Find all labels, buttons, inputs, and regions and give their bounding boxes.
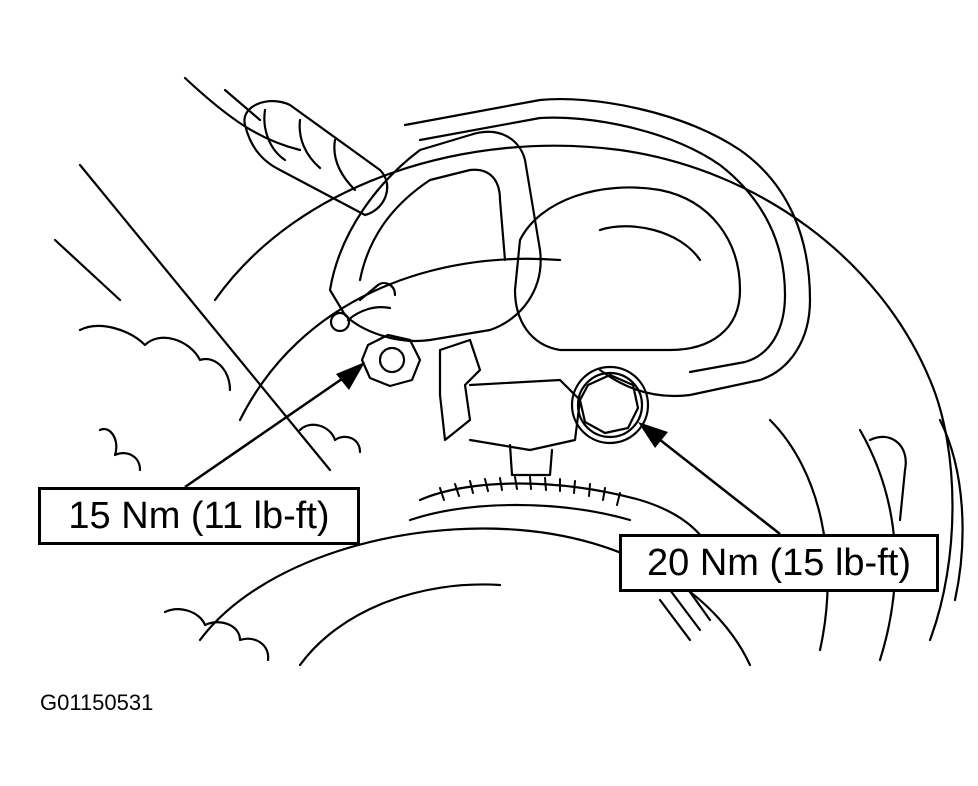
torque-callout-right: 20 Nm (15 lb-ft) (619, 534, 939, 592)
tone-ring-teeth (439, 476, 621, 506)
hub-lower-arc (198, 527, 752, 667)
left-bolt-head (360, 333, 422, 388)
left-bolt-center (378, 346, 406, 374)
right-edge-arc (938, 418, 964, 602)
brake-disc-outline (213, 144, 954, 642)
right-leader-line (649, 431, 781, 535)
tone-ring-outer (418, 482, 717, 557)
arm-line-4 (223, 88, 262, 122)
hose-boot (243, 100, 389, 217)
left-leader-line (184, 370, 353, 489)
caliper-frame-inner (418, 116, 787, 374)
arm-line-1 (78, 163, 332, 472)
left-arrowhead (336, 362, 365, 390)
shading-left-knuckle-2 (98, 427, 142, 472)
sensor-stem (508, 443, 554, 477)
right-disc-arc (768, 418, 829, 652)
caliper-bracket (328, 130, 542, 343)
shading-bottom-left (163, 608, 270, 662)
sensor-mount-plate (468, 378, 582, 452)
caliper-frame (403, 97, 812, 398)
sensor-wire (346, 281, 397, 322)
arm-line-2 (53, 238, 122, 302)
right-bolt-washer (570, 365, 650, 445)
sensor-bracket (438, 338, 482, 442)
shading-center (298, 423, 362, 454)
figure-code: G01150531 (40, 690, 154, 715)
caliper-bracket-inner (358, 168, 507, 282)
shading-left-knuckle (78, 325, 232, 392)
hose-boot-ridges (263, 108, 357, 192)
tone-ring-inner (408, 503, 632, 522)
torque-callout-left: 15 Nm (11 lb-ft) (38, 487, 360, 545)
hub-lower-arc-2 (298, 583, 502, 667)
caliper-housing-detail (598, 225, 702, 262)
right-rim-detail (868, 435, 907, 522)
right-bolt-washer-inner (576, 371, 644, 439)
ball-fitting (329, 311, 351, 333)
right-bolt-head (578, 373, 640, 435)
right-arrowhead (638, 422, 668, 448)
caliper-housing (513, 186, 742, 352)
disc-inner-outline (238, 257, 562, 422)
